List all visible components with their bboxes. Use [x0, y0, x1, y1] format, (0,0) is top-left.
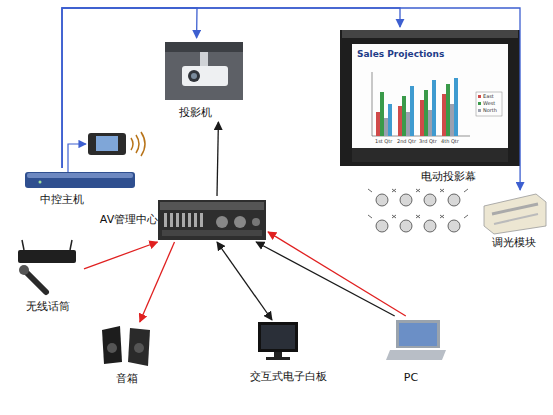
av-center-icon [158, 200, 266, 240]
projector-node: 投影机 [150, 38, 245, 122]
chart-label: North [483, 108, 497, 113]
black-signal-line [217, 122, 218, 196]
blue-signal-line [62, 8, 520, 190]
interactive-whiteboard-node: 交互式电子白板 [238, 320, 338, 386]
wireless-mic-node: 无线话筒 [12, 240, 84, 316]
device-label: 电动投影幕 [418, 170, 478, 183]
device-label: 交互式电子白板 [238, 370, 338, 383]
red-signal-line [268, 232, 406, 316]
screen-icon [340, 30, 520, 166]
mic-icon [18, 240, 76, 292]
red-signal-line [84, 242, 158, 269]
device-label: 音箱 [98, 372, 156, 385]
control-link [68, 144, 86, 172]
av-center-node: AV管理中心 [98, 196, 268, 242]
blue-signal-line [62, 8, 400, 168]
projector-icon [165, 42, 243, 100]
chart-label: 3rd Qtr [419, 139, 437, 144]
lights-icon [368, 189, 468, 232]
laptop-icon [386, 320, 446, 360]
device-label: 无线话筒 [20, 300, 76, 313]
device-label: 中控主机 [37, 193, 87, 206]
chart-title: Sales Projections [357, 50, 444, 59]
device-label: 调光模块 [484, 236, 544, 249]
chart-label: 4th Qtr [441, 139, 459, 144]
black-signal-line [217, 242, 272, 320]
red-signal-line [140, 242, 175, 322]
chart-label: East [483, 94, 494, 99]
dimmer-module-node: 调光模块 [480, 190, 548, 252]
control-host-node: 中控主机 [22, 168, 140, 208]
speaker-icon [102, 326, 150, 366]
monitor-icon [258, 322, 298, 360]
device-label: 投影机 [170, 106, 220, 119]
touch-panel-icon [88, 132, 145, 156]
control-host-icon [25, 172, 135, 188]
device-label: PC [380, 371, 442, 384]
device-label: AV管理中心 [98, 213, 160, 226]
chart-label: West [483, 101, 495, 106]
dimmer-icon [484, 194, 546, 234]
speaker-node: 音箱 [98, 322, 156, 386]
chart-label: 2nd Qtr [397, 139, 416, 144]
chart-label: 1st Qtr [375, 139, 392, 144]
pc-node: PC [386, 316, 448, 386]
black-signal-line [256, 242, 395, 316]
blue-signal-line [62, 8, 197, 168]
